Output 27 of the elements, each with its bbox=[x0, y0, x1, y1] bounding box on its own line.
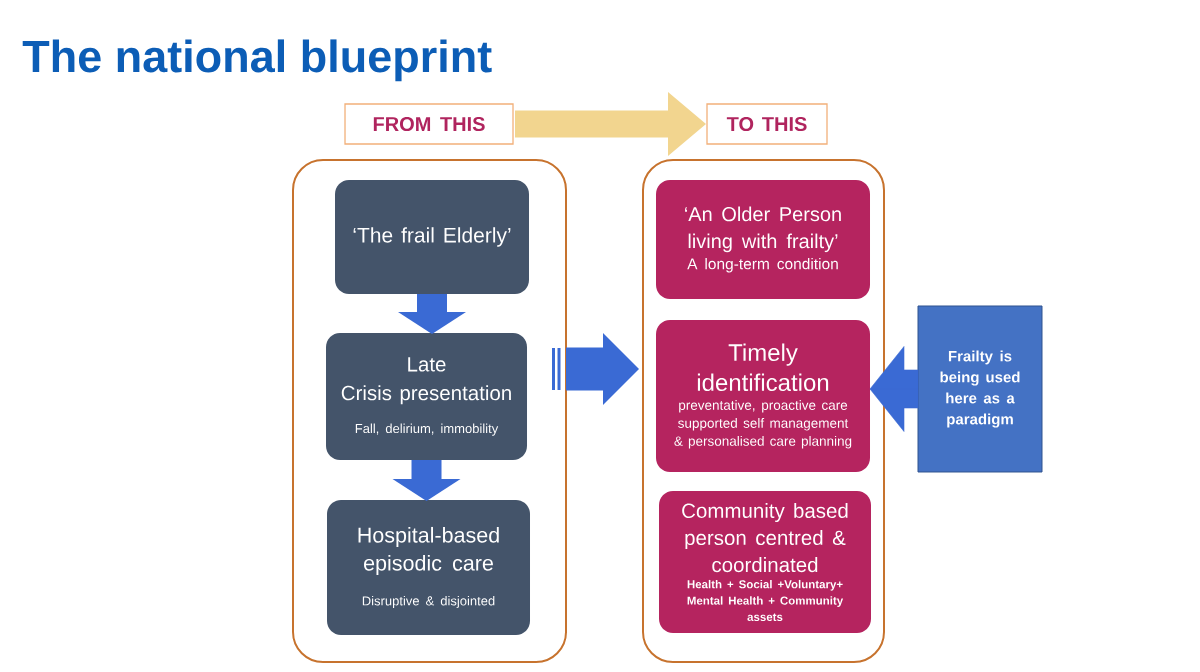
box-description: preventative, proactive care supported self management & personalised care planning bbox=[674, 400, 852, 449]
box-description: Health + Social +Voluntary+ Mental Health + Community assets bbox=[687, 579, 844, 622]
box-heading: ‘An Older Person living with frailty’ bbox=[685, 206, 841, 253]
box-description: Fall, delirium, immobility bbox=[355, 423, 499, 436]
rounded-frame bbox=[292, 159, 567, 663]
process-box bbox=[326, 333, 527, 460]
title: The national blueprint bbox=[22, 39, 492, 82]
box-description: A long-term condition bbox=[687, 258, 838, 273]
block-arrow bbox=[515, 92, 706, 156]
process-box bbox=[656, 320, 870, 472]
block-arrow bbox=[869, 346, 919, 432]
block-arrow bbox=[566, 333, 639, 405]
process-box bbox=[659, 491, 871, 633]
process-box: ‘The frail Elderly’ bbox=[335, 180, 529, 294]
box-heading: Late Crisis presentation bbox=[341, 357, 511, 405]
process-box bbox=[327, 500, 530, 635]
note-box: Frailty is being used here as a paradigm bbox=[917, 305, 1043, 473]
block-arrow bbox=[392, 460, 461, 501]
label-box: TO THIS bbox=[706, 103, 828, 145]
box-heading: Hospital-based episodic care bbox=[358, 526, 499, 575]
rounded-frame bbox=[642, 159, 885, 663]
block-arrow bbox=[398, 294, 466, 334]
label-box: FROM THIS bbox=[344, 103, 514, 145]
box-heading: Community based person centred & coordinated bbox=[682, 502, 848, 573]
box-heading: Timely identification bbox=[697, 343, 829, 392]
process-box bbox=[656, 180, 870, 299]
box-description: Disruptive & disjointed bbox=[362, 595, 495, 609]
